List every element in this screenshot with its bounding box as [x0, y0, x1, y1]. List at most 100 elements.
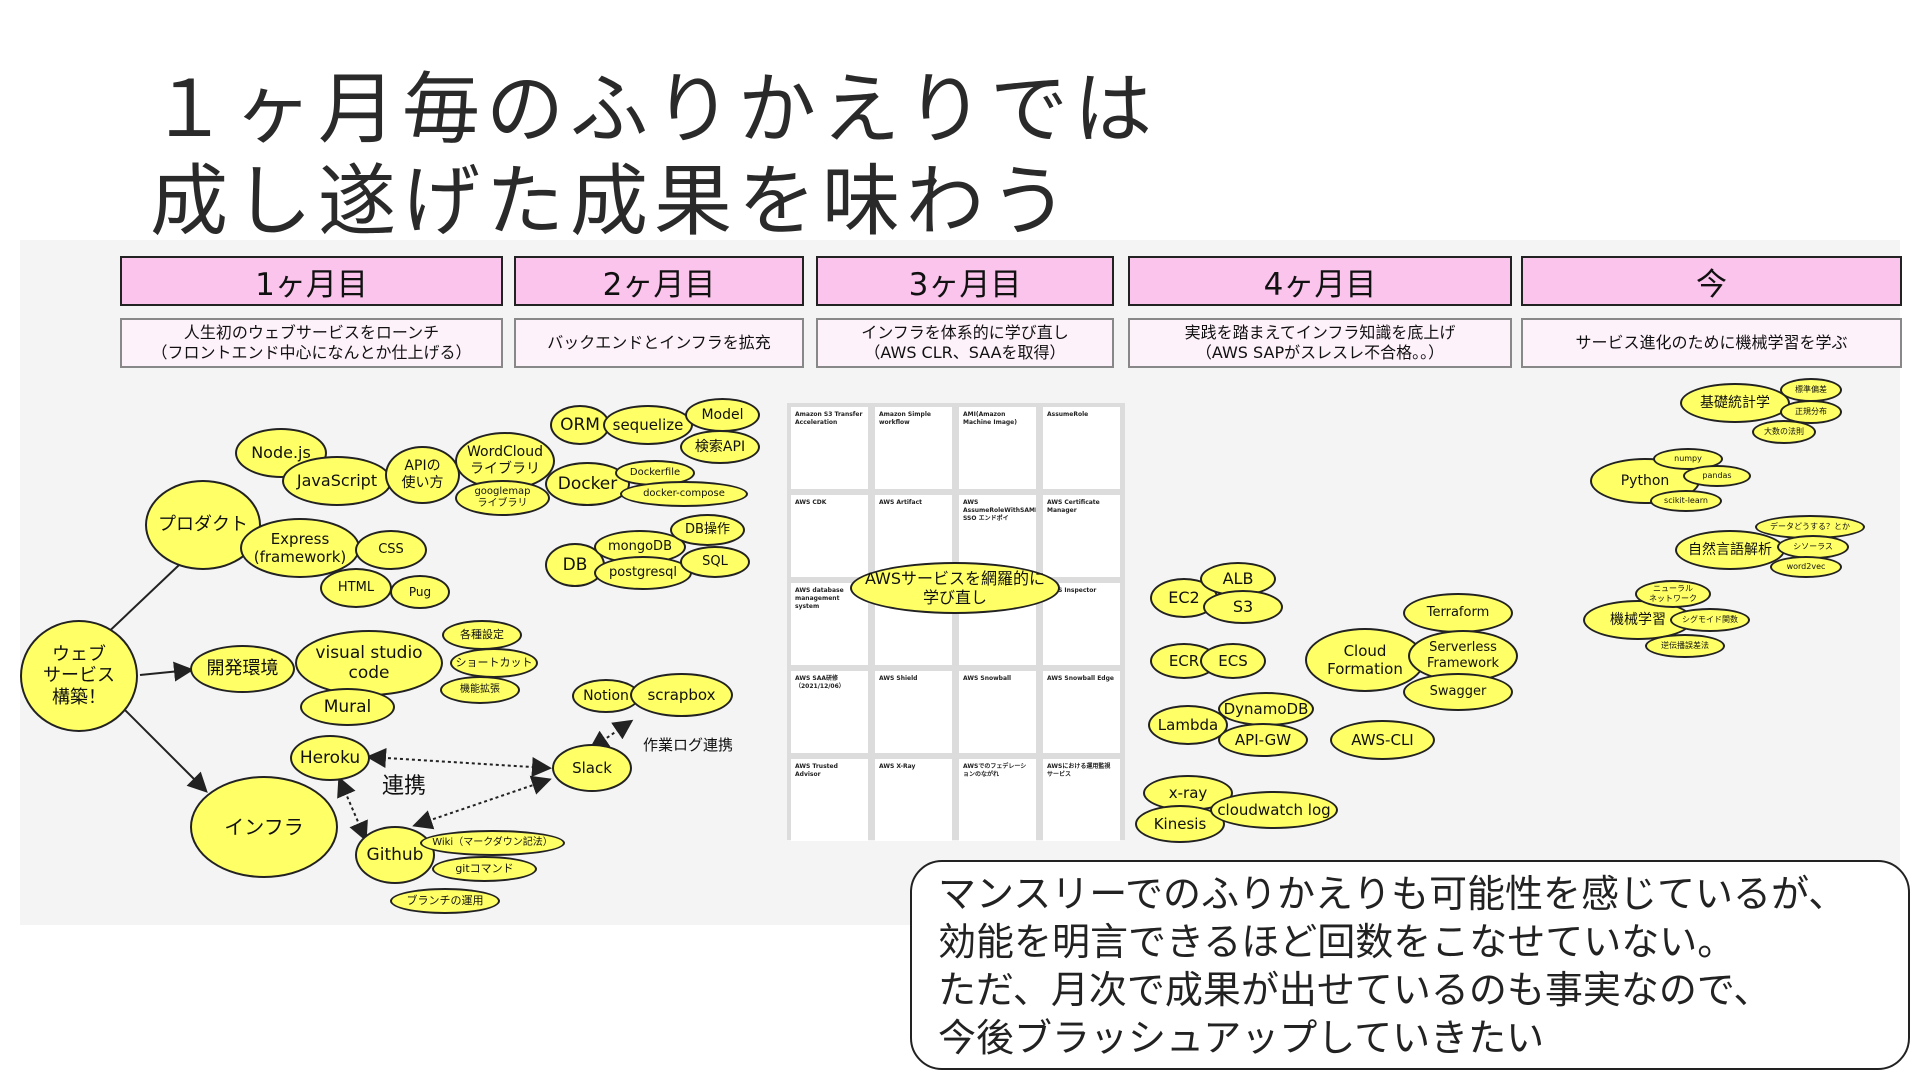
- bubble-git-commands: gitコマンド: [432, 856, 537, 882]
- bubble-s3: S3: [1203, 590, 1283, 624]
- aws-note-card-title: AWS X-Ray: [879, 763, 916, 770]
- label-integration: 連携: [382, 774, 427, 799]
- bubble-web-service-root: ウェブ サービス 構築！: [20, 620, 138, 732]
- note-line2: 効能を明言できるほど回数をこなせていない。: [938, 920, 1736, 964]
- bubble-scikit-learn: scikit-learn: [1650, 490, 1722, 512]
- note-line3: ただ、月次で成果が出せているのも事実なので、: [938, 968, 1772, 1012]
- aws-note-card-title: Amazon S3 Transfer Acceleration: [795, 411, 863, 426]
- bubble-vscode: visual studio code: [295, 630, 443, 696]
- bubble-db: DB: [545, 543, 605, 587]
- bubble-neural-network: ニューラル ネットワーク: [1635, 580, 1711, 608]
- bubble-pandas: pandas: [1683, 465, 1751, 487]
- month-now-header: 今: [1521, 256, 1902, 306]
- bubble-sequelize: sequelize: [603, 405, 693, 445]
- slide-title-line2: 成し遂げた成果を味わう: [150, 157, 1075, 247]
- slide-title-line1: １ヶ月毎のふりかえりでは: [150, 65, 1159, 155]
- aws-note-card-title: AWS database management system: [795, 587, 844, 610]
- bubble-css: CSS: [355, 530, 427, 570]
- aws-note-card: AWSにおける運用監視サービス: [1043, 759, 1120, 841]
- aws-note-card: AWS CDK: [791, 495, 868, 577]
- bubble-heroku: Heroku: [290, 735, 370, 781]
- aws-note-card: AMI(Amazon Machine Image): [959, 407, 1036, 489]
- aws-note-card-title: AWSでのフェデレーションのながれ: [963, 763, 1027, 778]
- aws-note-card: AssumeRole: [1043, 407, 1120, 489]
- bubble-terraform: Terraform: [1403, 593, 1513, 633]
- month-1-description: 人生初のウェブサービスをローンチ （フロントエンド中心になんとか仕上げる）: [120, 318, 503, 368]
- bubble-aws-relearn: AWSサービスを網羅的に 学び直し: [850, 562, 1060, 614]
- aws-note-card: Amazon Simple workflow: [875, 407, 952, 489]
- bubble-javascript: JavaScript: [282, 456, 392, 506]
- bubble-wordcloud: WordCloud ライブラリ: [455, 432, 555, 490]
- aws-note-card: AWS Trusted Advisor: [791, 759, 868, 841]
- bubble-nodejs: Node.js: [235, 428, 327, 478]
- aws-note-card-title: AWS SAA研修（2021/12/06）: [795, 675, 845, 690]
- bubble-search-api: 検索API: [680, 430, 760, 464]
- month-now-description: サービス進化のために機械学習を学ぶ: [1521, 318, 1902, 368]
- bubble-word2vec: word2vec: [1770, 556, 1842, 578]
- aws-note-card: Amazon S3 Transfer Acceleration: [791, 407, 868, 489]
- aws-note-card: AWS Inspector: [1043, 583, 1120, 665]
- bubble-docker-compose: docker-compose: [620, 481, 748, 507]
- month-3-desc-line1: インフラを体系的に学び直し: [861, 323, 1069, 342]
- aws-note-card-title: AWSにおける運用監視サービス: [1047, 763, 1111, 778]
- month-3-description: インフラを体系的に学び直し （AWS CLR、SAAを取得）: [816, 318, 1114, 368]
- bubble-cloudformation: Cloud Formation: [1305, 628, 1425, 692]
- bubble-dev-environment: 開発環境: [190, 645, 295, 693]
- link-heroku-slack: [366, 748, 552, 777]
- month-4-header: 4ヶ月目: [1128, 256, 1512, 306]
- arrow-root-infra: [119, 704, 208, 793]
- aws-note-card-title: AWS CDK: [795, 499, 827, 506]
- note-line4: 今後ブラッシュアップしていきたい: [938, 1016, 1545, 1060]
- bubble-express: Express (framework): [240, 518, 360, 578]
- aws-note-card: AWS Shield: [875, 671, 952, 753]
- arrow-root-devenv: [139, 661, 194, 682]
- bubble-postgresql: postgresql: [594, 556, 692, 590]
- aws-note-card-title: AWS Trusted Advisor: [795, 763, 838, 778]
- bubble-law-of-large-numbers: 大数の法則: [1752, 420, 1816, 444]
- bubble-scrapbox: scrapbox: [630, 673, 733, 717]
- month-2-description: バックエンドとインフラを拡充: [514, 318, 804, 368]
- aws-note-card: AWS database management system: [791, 583, 868, 665]
- bubble-html: HTML: [320, 568, 392, 608]
- bubble-infrastructure: インフラ: [190, 776, 338, 878]
- aws-note-card: AWSでのフェデレーションのながれ: [959, 759, 1036, 841]
- aws-note-card: AWS Snowball Edge: [1043, 671, 1120, 753]
- bubble-cloudwatch-log: cloudwatch log: [1210, 791, 1338, 829]
- month-2-header: 2ヶ月目: [514, 256, 804, 306]
- note-line1: マンスリーでのふりかえりも可能性を感じているが、: [938, 872, 1847, 916]
- bubble-api-usage: APIの 使い方: [385, 446, 460, 504]
- month-4-desc-line1: 実践を踏まえてインフラ知識を底上げ: [1184, 323, 1456, 342]
- bubble-settings: 各種設定: [442, 620, 522, 650]
- aws-note-card: AWS Snowball: [959, 671, 1036, 753]
- bubble-googlemap: googlemap ライブラリ: [455, 480, 550, 516]
- month-1-header: 1ヶ月目: [120, 256, 503, 306]
- bubble-branch-operation: ブランチの運用: [390, 888, 500, 914]
- bubble-github: Github: [355, 826, 435, 884]
- bubble-pug: Pug: [390, 575, 450, 609]
- aws-note-card-title: AWS Shield: [879, 675, 918, 682]
- bubble-db-operations: DB操作: [670, 514, 745, 546]
- aws-note-card-title: AWS Snowball: [963, 675, 1012, 682]
- bubble-ecs: ECS: [1200, 643, 1266, 679]
- bubble-swagger: Swagger: [1403, 673, 1513, 711]
- aws-note-card-title: AMI(Amazon Machine Image): [963, 411, 1017, 426]
- aws-note-card-title: AWS Artifact: [879, 499, 923, 506]
- slide-title: １ヶ月毎のふりかえりでは 成し遂げた成果を味わう: [150, 64, 1158, 248]
- month-3-desc-line2: （AWS CLR、SAAを取得）: [864, 343, 1066, 362]
- bubble-shortcuts: ショートカット: [450, 648, 538, 678]
- month-3-header: 3ヶ月目: [816, 256, 1114, 306]
- link-heroku-github: [337, 776, 368, 842]
- bubble-normal-distribution: 正規分布: [1780, 400, 1842, 424]
- aws-note-card-title: AWS Snowball Edge: [1047, 675, 1114, 682]
- bubble-orm: ORM: [550, 405, 610, 445]
- bubble-slack: Slack: [552, 744, 632, 792]
- link-github-slack: [412, 775, 552, 830]
- aws-note-card-title: AWS AssumeRoleWithSAML, SSO エンドポイ: [963, 499, 1036, 522]
- bubble-wiki-markdown: Wiki（マークダウン記法）: [420, 830, 565, 856]
- link-slack-scrapbox: [588, 719, 634, 751]
- month-4-desc-line2: （AWS SAPがスレスレ不合格。。）: [1195, 343, 1445, 362]
- bubble-std-deviation: 標準偏差: [1780, 378, 1842, 402]
- month-1-desc-line2: （フロントエンド中心になんとか仕上げる）: [151, 343, 472, 362]
- month-2-desc-line1: バックエンドとインフラを拡充: [547, 333, 771, 352]
- bubble-sigmoid: シグモイド関数: [1670, 608, 1750, 632]
